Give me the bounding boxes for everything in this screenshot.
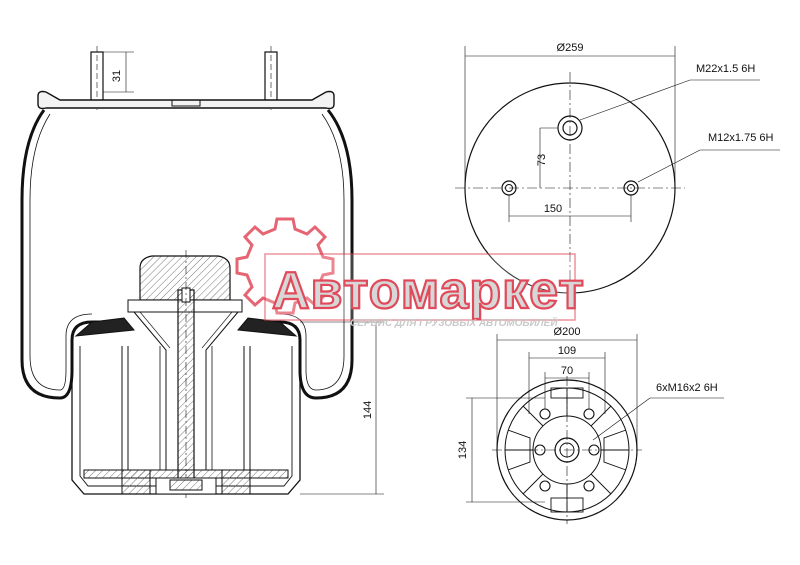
watermark-subtitle: СЕРВИС ДЛЯ ГРУЗОВЫХ АВТОМОБИЛЕЙ: [350, 316, 558, 329]
top-diameter-label: Ø259: [557, 42, 584, 54]
bumper: [139, 255, 231, 301]
side-thread-label: M12x1.75 6H: [708, 132, 773, 144]
outer-spacing-label: 109: [558, 345, 576, 357]
stud-spacing-label: 150: [544, 203, 562, 215]
bottom-thread-label: 6xM16x2 6H: [656, 382, 718, 394]
watermark: Автомаркет СЕРВИС ДЛЯ ГРУЗОВЫХ АВТОМОБИЛ…: [235, 217, 585, 329]
side-view: [20, 46, 384, 500]
offset-label: 73: [536, 154, 548, 166]
bottom-view: [466, 334, 724, 524]
stud-height-label: 31: [111, 70, 123, 82]
bellow-outer: [20, 109, 124, 400]
piston-height-label: 144: [362, 401, 374, 419]
top-view: [455, 46, 780, 300]
inner-spacing-label: 70: [561, 365, 573, 377]
watermark-title: Автомаркет: [272, 262, 585, 320]
bottom-diameter-label: Ø200: [554, 326, 581, 338]
gear-icon: [235, 217, 335, 315]
center-thread-label: M22x1.5 6H: [696, 63, 755, 75]
bottom-height-label: 134: [457, 441, 469, 459]
